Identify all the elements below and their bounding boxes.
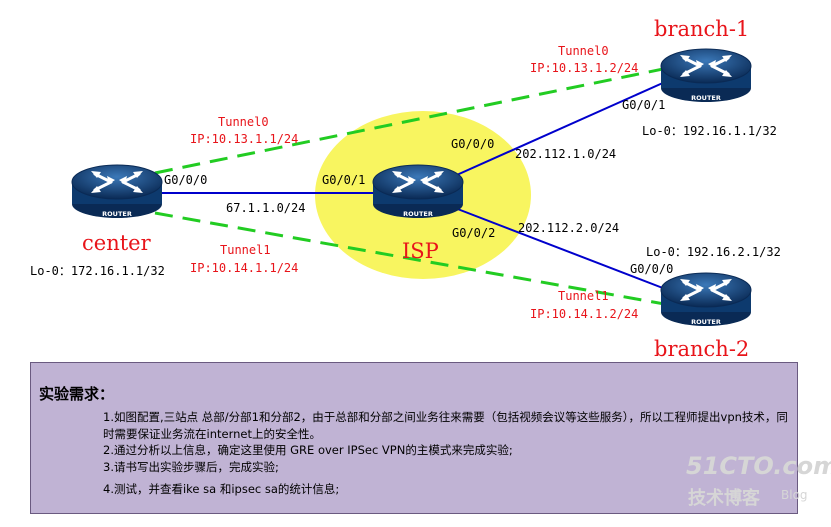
isp-port-up: G0/0/0 xyxy=(451,137,494,151)
tunnel1-path xyxy=(154,211,671,307)
center-port: G0/0/0 xyxy=(164,173,207,187)
watermark-site: 51CTO.com xyxy=(686,452,831,480)
router-isp[interactable]: ROUTER xyxy=(371,163,465,220)
center-tunnel0-name: Tunnel0 xyxy=(218,115,269,129)
branch2-loopback: Lo-0：192.16.2.1/32 xyxy=(646,245,781,259)
isp-port-left: G0/0/1 xyxy=(322,173,365,187)
branch1-tunnel0-name: Tunnel0 xyxy=(558,44,609,58)
branch1-tunnel0-ip: IP:10.13.1.2/24 xyxy=(530,61,638,75)
requirement-item: 1.如图配置,三站点 总部/分部1和分部2，由于总部和分部之间业务往来需要（包括… xyxy=(103,410,788,441)
subnet-isp-branch1: 202.112.1.0/24 xyxy=(515,147,616,161)
requirements-list: 1.如图配置,三站点 总部/分部1和分部2，由于总部和分部之间业务往来需要（包括… xyxy=(103,409,793,498)
isp-name: ISP xyxy=(402,239,439,263)
branch1-loopback: Lo-0：192.16.1.1/32 xyxy=(642,124,777,138)
center-name: center xyxy=(82,231,152,255)
watermark-blog: Blog xyxy=(781,488,808,502)
branch2-name: branch-2 xyxy=(654,337,749,361)
isp-port-down: G0/0/2 xyxy=(452,226,495,240)
link-isp-branch2 xyxy=(454,207,669,291)
subnet-center-isp: 67.1.1.0/24 xyxy=(226,201,305,215)
center-tunnel0-ip: IP:10.13.1.1/24 xyxy=(190,132,298,146)
requirement-item: 4.测试，并查看ike sa 和ipsec sa的统计信息; xyxy=(103,482,340,496)
branch2-port: G0/0/0 xyxy=(630,262,673,276)
router-center[interactable]: ROUTER xyxy=(70,163,164,220)
requirements-panel: 实验需求： 1.如图配置,三站点 总部/分部1和分部2，由于总部和分部之间业务往… xyxy=(30,362,798,514)
requirement-item: 2.通过分析以上信息，确定这里使用 GRE over IPSec VPN的主模式… xyxy=(103,443,513,457)
requirement-item: 3.请书写出实验步骤后，完成实验; xyxy=(103,459,279,474)
branch2-tunnel1-ip: IP:10.14.1.2/24 xyxy=(530,307,638,321)
branch2-tunnel1-name: Tunnel1 xyxy=(558,289,609,303)
router-badge: ROUTER xyxy=(403,210,433,218)
center-tunnel1-name: Tunnel1 xyxy=(220,243,271,257)
center-loopback: Lo-0：172.16.1.1/32 xyxy=(30,264,165,278)
tunnel0-path xyxy=(154,66,669,175)
subnet-isp-branch2: 202.112.2.0/24 xyxy=(518,221,619,235)
link-isp-branch1 xyxy=(449,81,666,179)
router-badge: ROUTER xyxy=(691,94,721,102)
router-branch1[interactable]: ROUTER xyxy=(659,47,753,104)
branch1-port: G0/0/1 xyxy=(622,98,665,112)
router-badge: ROUTER xyxy=(691,318,721,326)
router-badge: ROUTER xyxy=(102,210,132,218)
center-tunnel1-ip: IP:10.14.1.1/24 xyxy=(190,261,298,275)
watermark-sub: 技术博客 xyxy=(688,488,760,509)
requirements-title: 实验需求： xyxy=(39,385,115,403)
branch1-name: branch-1 xyxy=(654,17,749,41)
router-branch2[interactable]: ROUTER xyxy=(659,271,753,328)
